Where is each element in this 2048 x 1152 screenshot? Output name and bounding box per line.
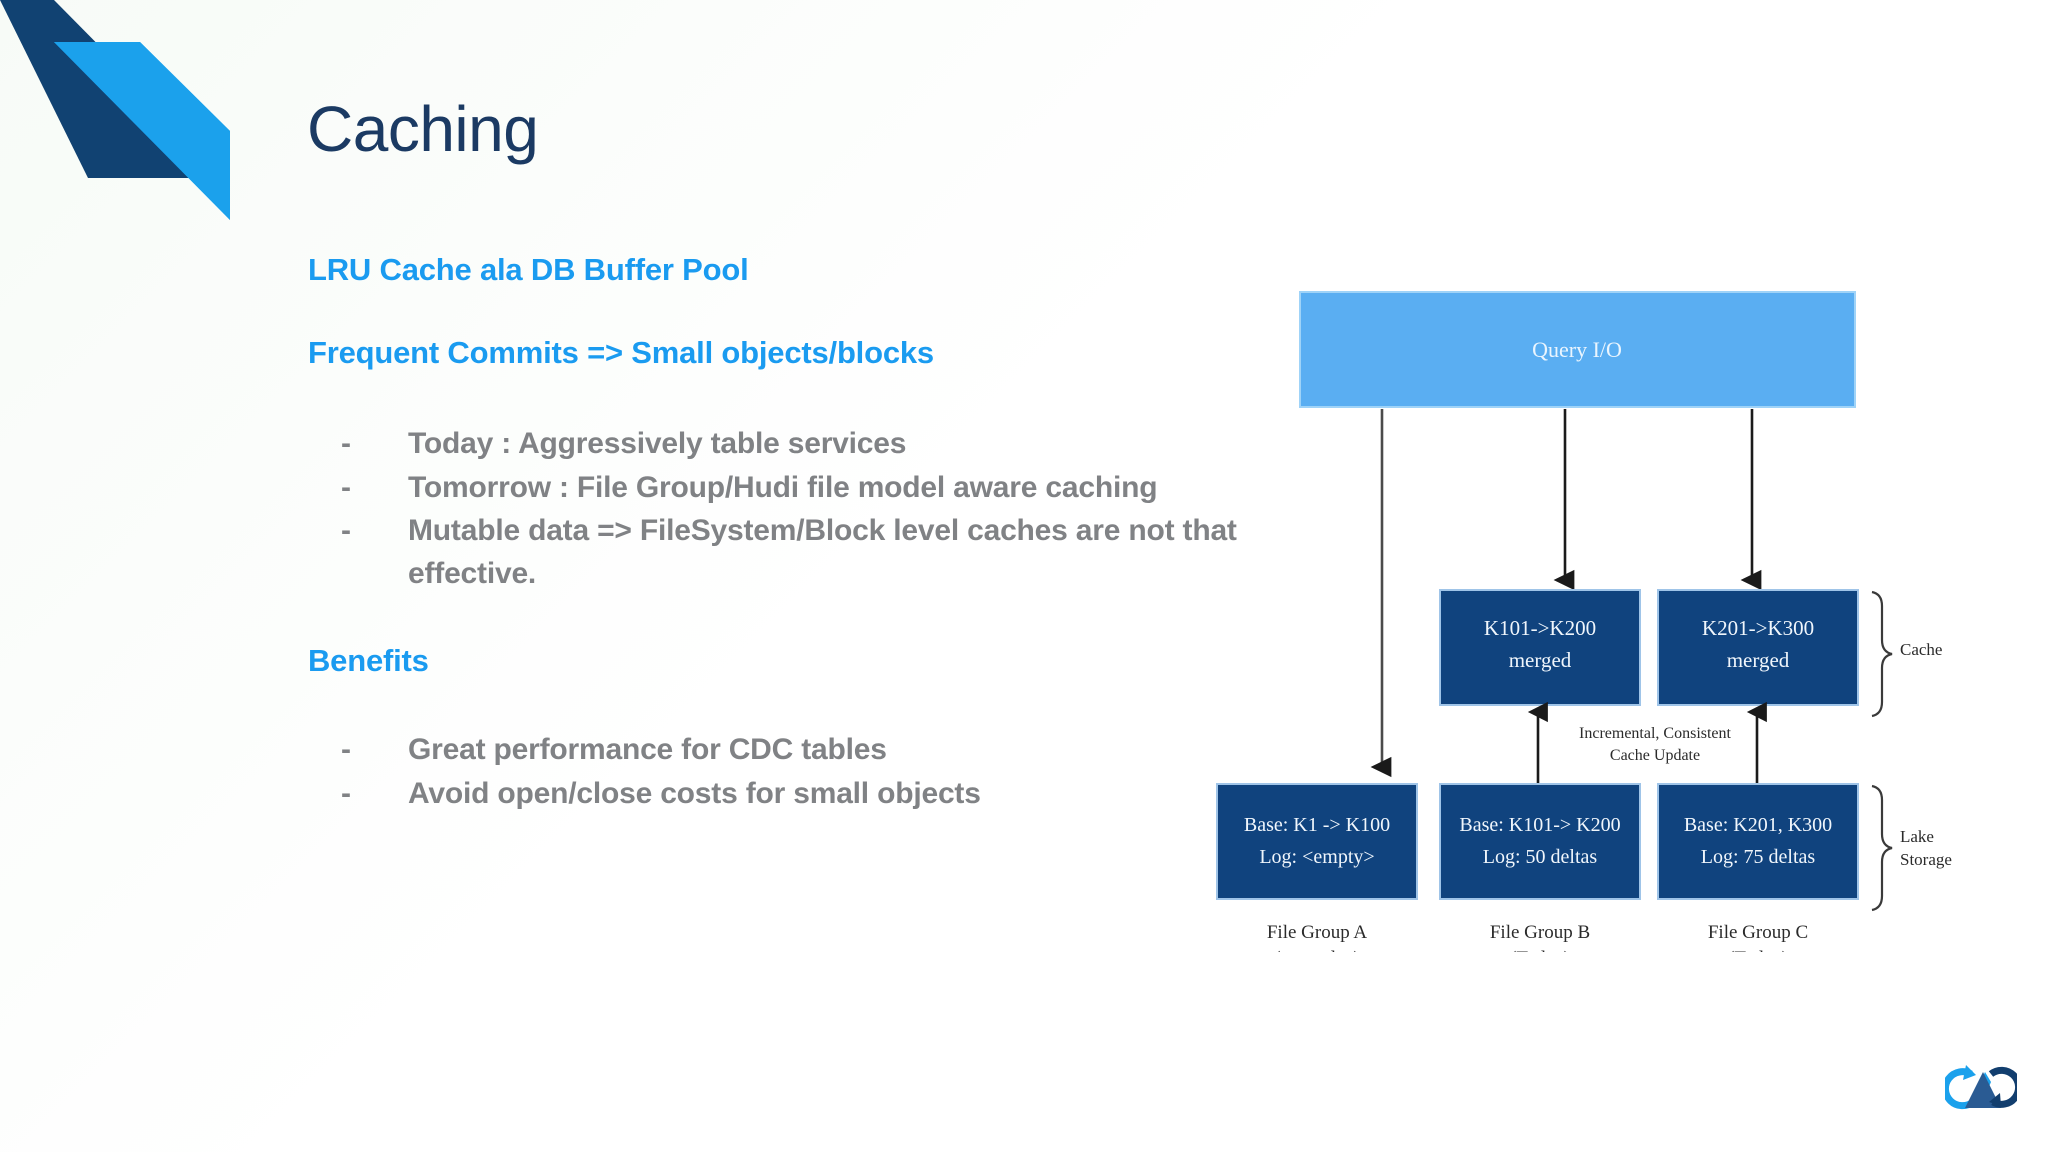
brace-lake-storage — [1871, 784, 1893, 912]
brace-label-storage: Storage — [1900, 850, 1952, 869]
corner-chevron-decoration — [0, 0, 250, 245]
storage-box-c-line2: Log: 75 deltas — [1701, 846, 1816, 868]
dash-marker: - — [341, 776, 351, 810]
cache-box-b-line2: merged — [1509, 648, 1572, 672]
storage-box-a-line2: Log: <empty> — [1259, 846, 1374, 868]
storage-box-c-line1: Base: K201, K300 — [1684, 814, 1832, 836]
deco-light-parallelogram — [54, 42, 230, 220]
brace-label-cache: Cache — [1900, 640, 1942, 659]
bullet-list-benefits: - Great performance for CDC tables - Avoid… — [308, 729, 1238, 815]
group-label-b-line2: (Today) — [1510, 948, 1570, 952]
hudi-dark-triangle — [1965, 1072, 2001, 1108]
cache-box-b: K101->K200 merged — [1439, 589, 1641, 706]
heading-lru-cache: LRU Cache ala DB Buffer Pool — [308, 252, 749, 287]
page-title: Caching — [307, 93, 539, 165]
list-item: - Avoid open/close costs for small object… — [308, 773, 1238, 816]
list-item: - Great performance for CDC tables — [308, 729, 1238, 772]
storage-box-c: Base: K201, K300 Log: 75 deltas — [1657, 783, 1859, 900]
heading-benefits: Benefits — [308, 642, 429, 678]
storage-box-a: Base: K1 -> K100 Log: <empty> — [1216, 783, 1418, 900]
bullet-list-primary: - Today : Aggressively table services - To… — [308, 423, 1238, 595]
cache-box-c: K201->K300 merged — [1657, 589, 1859, 706]
storage-box-b: Base: K101-> K200 Log: 50 deltas — [1439, 783, 1641, 900]
dash-marker: - — [341, 427, 351, 461]
deco-dark-parallelogram — [0, 0, 230, 178]
list-item: - Mutable data => FileSystem/Block level … — [308, 510, 1238, 595]
cache-box-c-line1: K201->K300 — [1702, 616, 1814, 640]
hudi-left-arrowhead — [1963, 1065, 1976, 1080]
dash-marker: - — [341, 470, 351, 504]
cache-box-c-line2: merged — [1727, 648, 1790, 672]
list-item-label: Great performance for CDC tables — [408, 733, 887, 767]
storage-box-b-line2: Log: 50 deltas — [1483, 846, 1598, 868]
group-label-c-line1: File Group C — [1708, 922, 1808, 943]
list-item-label: Mutable data => FileSystem/Block level c… — [408, 514, 1237, 590]
heading-frequent-commits: Frequent Commits => Small objects/blocks — [308, 334, 934, 370]
cache-update-label-line2: Cache Update — [1610, 747, 1700, 764]
cache-box-b-line1: K101->K200 — [1484, 616, 1596, 640]
dash-marker: - — [341, 514, 351, 548]
content-column: LRU Cache ala DB Buffer Pool Frequent Co… — [308, 252, 1238, 816]
brace-cache — [1871, 590, 1893, 718]
apache-hudi-logo — [1941, 1062, 2023, 1124]
group-label-c-line2: (Today) — [1728, 948, 1788, 952]
storage-box-a-line1: Base: K1 -> K100 — [1244, 814, 1390, 836]
list-item-label: Today : Aggressively table services — [408, 427, 907, 461]
dash-marker: - — [341, 733, 351, 767]
list-item: - Today : Aggressively table services — [308, 423, 1238, 466]
list-item-label: Avoid open/close costs for small objects — [408, 776, 981, 810]
query-io-box: Query I/O — [1299, 291, 1856, 408]
list-item-label: Tomorrow : File Group/Hudi file model aw… — [408, 470, 1158, 504]
group-label-b-line1: File Group B — [1490, 922, 1590, 943]
hudi-left-arc-icon — [1941, 1068, 1976, 1110]
brace-label-lake: Lake — [1900, 827, 1934, 846]
caching-architecture-diagram: Query I/O K101->K200 merged K201->K300 m… — [1200, 262, 2020, 952]
cache-update-label-line1: Incremental, Consistent — [1579, 725, 1732, 742]
list-item: - Tomorrow : File Group/Hudi file model a… — [308, 467, 1238, 510]
group-label-a-line1: File Group A — [1267, 922, 1368, 943]
group-label-a-line2: (yesterday) — [1274, 948, 1359, 952]
hudi-right-arrowhead — [1989, 1093, 2001, 1106]
deco-light-parallelogram-2 — [54, 42, 230, 220]
query-io-label: Query I/O — [1532, 337, 1622, 362]
storage-box-b-line1: Base: K101-> K200 — [1459, 814, 1620, 836]
